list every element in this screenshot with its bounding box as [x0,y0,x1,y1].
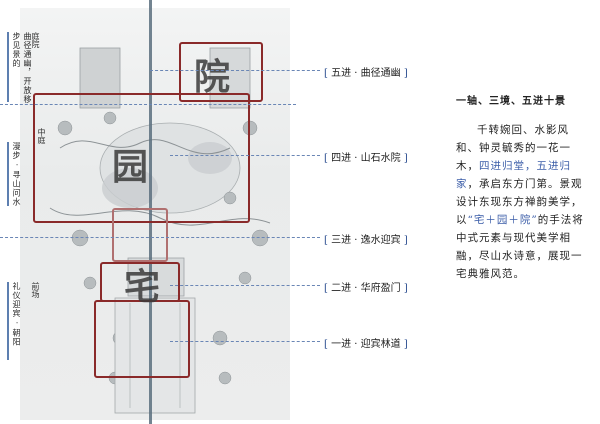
house-character: 宅 [124,266,161,308]
mid-zone-bar [7,142,9,206]
stage-4-label: 四进 · 山石水院 [331,153,401,164]
gate-frame [112,208,168,262]
stage-5-label: 五进 · 曲径通幽 [331,68,401,79]
mid-zone-sub: 漫步 · 寻山问水 [12,142,21,207]
entrance-frame [94,300,190,378]
leader-line-2 [170,285,320,286]
leader-line-4 [170,155,320,156]
top-zone-bar [7,32,9,102]
desc-part-3: 的手法将中式元素与现代美学相融，尽山水诗意，展现一宅典雅风范。 [456,214,584,280]
desc-part-2: ，承启东方门第。景观设计东现东方禅韵美学，以 [456,178,583,226]
stage-3: [ 三进 · 逸水迎宾 ] [324,235,408,246]
courtyard-character: 院 [194,56,231,98]
courtyard-frame [179,42,263,102]
stage-2: [ 二进 · 华府盈门 ] [324,283,408,294]
desc-highlight-1: 四进归堂，五进归家 [456,160,571,190]
mid-zone-label: 中庭 [37,128,46,144]
desc-part-1: 千转婉回、水影风和、钟灵毓秀的一花一木， [456,124,571,172]
top-zone-label: 庭院 [31,32,40,48]
garden-character: 园 [112,146,149,188]
stage-5: [ 五进 · 曲径通幽 ] [324,68,408,79]
leader-line-3 [0,237,320,238]
site-plan [20,8,290,420]
divider-line-top [0,104,296,105]
stage-1: [ 一进 · 迎宾林道 ] [324,339,408,350]
garden-frame [33,93,250,223]
description-panel: 一轴、三境、五进十景 千转婉回、水影风和、钟灵毓秀的一花一木，四进归堂，五进归家… [456,92,588,283]
stage-3-label: 三进 · 逸水迎宾 [331,235,401,246]
central-axis [149,0,152,424]
top-zone-sub: 曲径通幽，开放移步见景的 [12,32,32,104]
stage-1-label: 一进 · 迎宾林道 [331,339,401,350]
desc-highlight-2: “宅＋园＋院” [467,214,538,226]
stage-2-label: 二进 · 华府盈门 [331,283,401,294]
bottom-zone-label: 前场 [31,282,40,298]
stage-4: [ 四进 · 山石水院 ] [324,153,408,164]
site-plan-drawing [49,47,271,414]
bottom-zone-bar [7,282,9,360]
description-title: 一轴、三境、五进十景 [456,96,566,107]
description-paragraph: 千转婉回、水影风和、钟灵毓秀的一花一木，四进归堂，五进归家，承启东方门第。景观设… [456,121,588,283]
bottom-zone-sub: 礼仪迎宾 · 朝阳 [12,282,21,347]
leader-line-1 [170,341,320,342]
leader-line-5 [150,70,320,71]
